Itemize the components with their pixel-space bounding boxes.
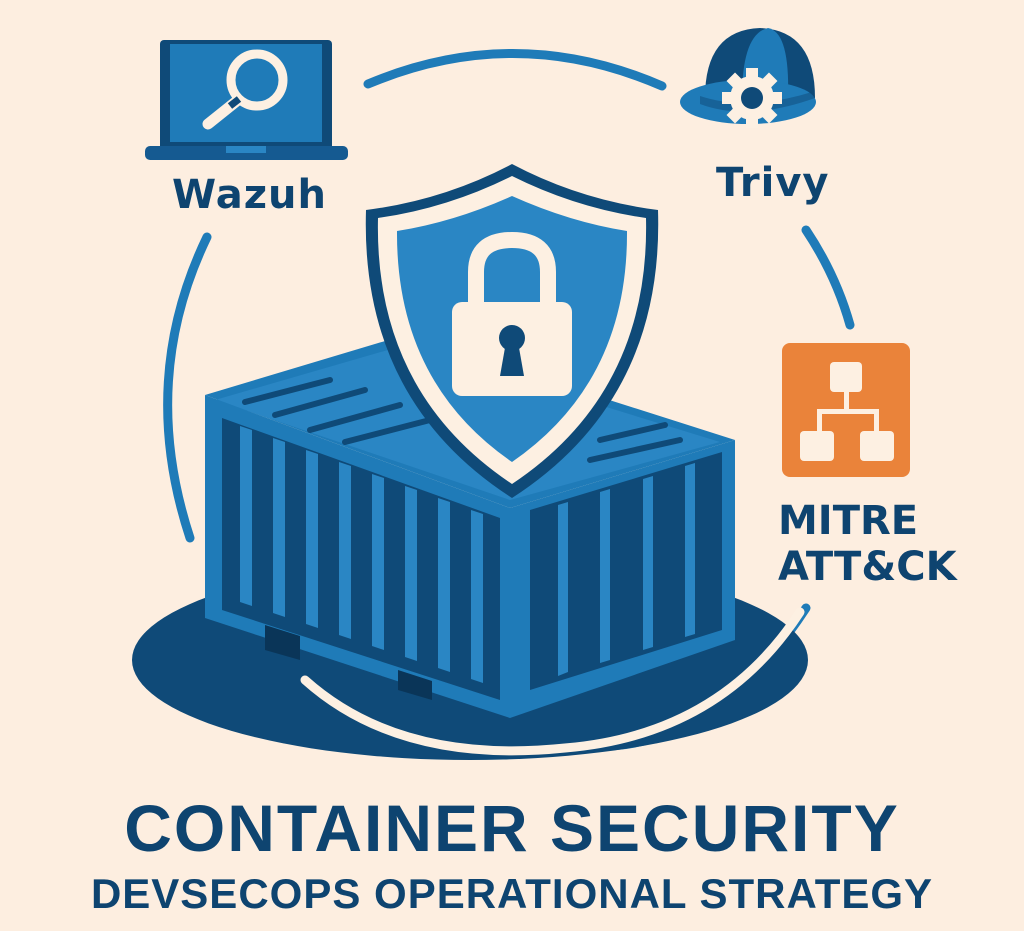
page-subtitle: DEVSECOPS OPERATIONAL STRATEGY [90, 870, 934, 917]
shield-lock-icon [365, 164, 659, 498]
page-title: CONTAINER SECURITY [124, 791, 900, 865]
gear-icon [722, 68, 782, 128]
padlock-shackle [468, 231, 556, 304]
arc-top [363, 49, 667, 91]
laptop-magnifier-icon [145, 40, 348, 160]
keyhole-icon [499, 325, 525, 351]
arc-left [163, 232, 212, 543]
magnifier-icon [226, 49, 288, 111]
arc-right-upper [801, 225, 855, 330]
mitre-label-line2: ATT&CK [778, 544, 957, 590]
hardhat-gear-icon [680, 28, 816, 128]
arc-bottom-left [300, 607, 805, 756]
mitre-label: MITRE ATT&CK [778, 498, 957, 590]
wazuh-label: Wazuh [172, 172, 327, 218]
shipping-container-icon [205, 335, 735, 718]
trivy-label: Trivy [716, 160, 830, 206]
mitre-label-line1: MITRE [778, 498, 919, 544]
hierarchy-tree-icon [782, 343, 910, 477]
